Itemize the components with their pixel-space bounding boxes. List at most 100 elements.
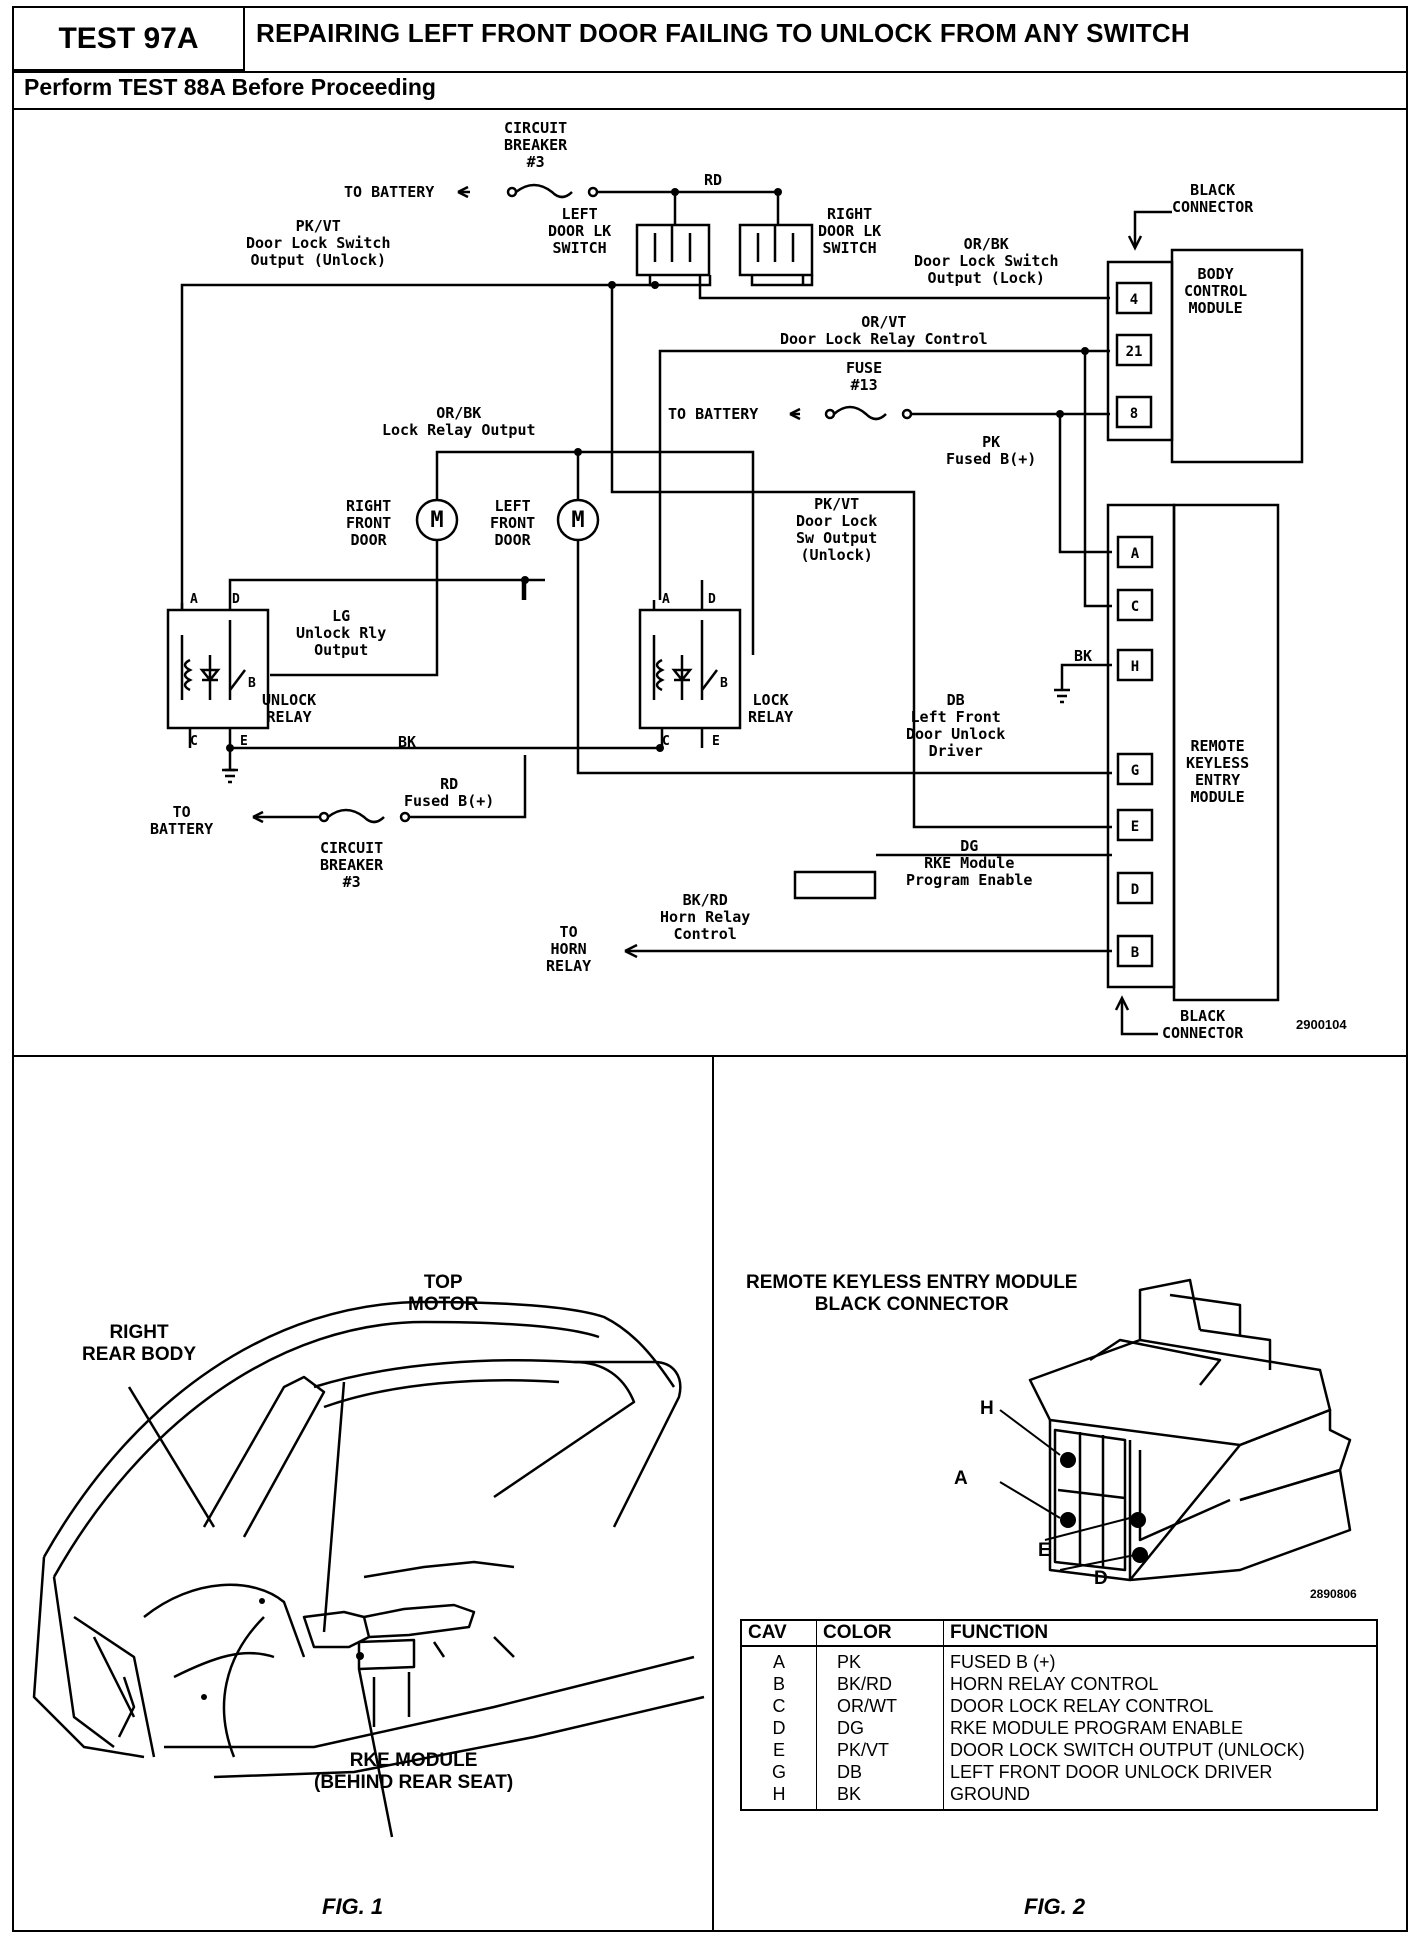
fig1-right-rear-body-label: RIGHT REAR BODY xyxy=(82,1322,196,1366)
color-cell: PK xyxy=(816,1646,944,1673)
fig2-caption: FIG. 2 xyxy=(1024,1894,1086,1919)
table-row: E PK/VT DOOR LOCK SWITCH OUTPUT (UNLOCK) xyxy=(741,1739,1378,1761)
lock-relay-pin-d: D xyxy=(708,592,716,607)
rke-pin-c: C xyxy=(1131,599,1139,615)
fig1-top-motor-label: TOP MOTOR xyxy=(408,1272,478,1316)
function-cell: RKE MODULE PROGRAM ENABLE xyxy=(943,1717,1378,1739)
page-subtitle: Perform TEST 88A Before Proceeding xyxy=(24,74,436,100)
pkvt-unlock-output-label: PK/VT Door Lock Switch Output (Unlock) xyxy=(246,217,391,269)
function-cell: GROUND xyxy=(943,1783,1378,1810)
fig2-title: REMOTE KEYLESS ENTRY MODULE BLACK CONNEC… xyxy=(746,1272,1077,1316)
color-cell: DB xyxy=(816,1761,944,1783)
cav-cell: B xyxy=(741,1673,817,1695)
function-cell: LEFT FRONT DOOR UNLOCK DRIVER xyxy=(943,1761,1378,1783)
unlock-relay-pin-e: E xyxy=(240,734,248,749)
fig1-rke-module-label: RKE MODULE (BEHIND REAR SEAT) xyxy=(314,1750,513,1794)
fig2-connector-drawing xyxy=(999,1278,1352,1582)
unlock-relay-label: UNLOCK RELAY xyxy=(262,691,317,726)
body-control-module-label: BODY CONTROL MODULE xyxy=(1184,265,1248,317)
rke-pin-a: A xyxy=(1131,546,1140,562)
table-row: G DB LEFT FRONT DOOR UNLOCK DRIVER xyxy=(741,1761,1378,1783)
page-frame xyxy=(12,6,1408,1932)
rke-pin-d: D xyxy=(1131,882,1139,898)
color-cell: PK/VT xyxy=(816,1739,944,1761)
cav-cell: A xyxy=(741,1646,817,1673)
lg-unlock-relay-output-label: LG Unlock Rly Output xyxy=(296,607,387,659)
bkrd-horn-relay-control-label: BK/RD Horn Relay Control xyxy=(660,891,751,943)
rd-top-label: RD xyxy=(704,171,723,189)
function-cell: FUSED B (+) xyxy=(943,1646,1378,1673)
cav-cell: G xyxy=(741,1761,817,1783)
pkvt-sw-output-label: PK/VT Door Lock Sw Output (Unlock) xyxy=(796,495,878,564)
right-front-door-label: RIGHT FRONT DOOR xyxy=(346,497,392,549)
black-connector-top-label: BLACK CONNECTOR xyxy=(1172,181,1254,216)
table-row: C OR/WT DOOR LOCK RELAY CONTROL xyxy=(741,1695,1378,1717)
rke-pin-e: E xyxy=(1131,819,1139,835)
unlock-relay-pin-d: D xyxy=(232,592,240,607)
motor-left-label: M xyxy=(571,508,584,533)
orbk-lock-relay-output-label: OR/BK Lock Relay Output xyxy=(382,404,536,439)
unlock-relay-pin-a: A xyxy=(190,592,198,607)
fig2-drawing-number: 2890806 xyxy=(1310,1587,1357,1601)
fig2-title-text: REMOTE KEYLESS ENTRY MODULE BLACK CONNEC… xyxy=(746,1272,1078,1315)
to-battery-top-label: TO BATTERY xyxy=(344,183,435,201)
dg-rke-program-enable-label: DG RKE Module Program Enable xyxy=(906,837,1033,889)
schematic-drawing-number: 2900104 xyxy=(1296,1017,1347,1032)
fig1-rke-module-text: RKE MODULE (BEHIND REAR SEAT) xyxy=(314,1750,514,1793)
lock-relay-pin-e: E xyxy=(712,734,720,749)
rd-fused-bottom-label: RD Fused B(+) xyxy=(404,775,495,810)
page-title: REPAIRING LEFT FRONT DOOR FAILING TO UNL… xyxy=(256,18,1190,48)
fig1-right-rear-body-text: RIGHT REAR BODY xyxy=(82,1322,197,1365)
bk-ground-wire-label: BK xyxy=(398,733,417,751)
cav-cell: C xyxy=(741,1695,817,1717)
orvt-relay-control-label: OR/VT Door Lock Relay Control xyxy=(780,313,988,348)
fig1-vehicle-illustration xyxy=(32,1300,705,1838)
header-color: COLOR xyxy=(816,1620,944,1647)
fig1-caption: FIG. 1 xyxy=(322,1894,384,1919)
test-id: TEST 97A xyxy=(14,8,245,71)
fig2-pin-a-label: A xyxy=(954,1468,968,1489)
cav-cell: D xyxy=(741,1717,817,1739)
motor-right-label: M xyxy=(430,508,443,533)
fig2-pin-d-label: D xyxy=(1094,1568,1108,1589)
bcm-pin-21: 21 xyxy=(1126,344,1143,360)
orbk-lock-output-label: OR/BK Door Lock Switch Output (Lock) xyxy=(914,235,1059,287)
fig2-pin-e-label: E xyxy=(1038,1540,1051,1561)
schematic-bottom-divider xyxy=(14,1055,1408,1057)
header-divider xyxy=(14,71,1408,73)
circuit-breaker-top-label: CIRCUIT BREAKER #3 xyxy=(504,119,568,171)
to-horn-relay-label: TO HORN RELAY xyxy=(546,923,592,975)
to-battery-bottom-label: TO BATTERY xyxy=(150,803,214,838)
schematic-top-divider xyxy=(14,108,1408,110)
wiring-schematic: M M 4 21 8 A C H G E D B A D B C E A D B… xyxy=(166,183,1304,1036)
color-cell: BK xyxy=(816,1783,944,1810)
table-row: B BK/RD HORN RELAY CONTROL xyxy=(741,1673,1378,1695)
bcm-pin-8: 8 xyxy=(1130,406,1138,422)
table-row: A PK FUSED B (+) xyxy=(741,1646,1378,1673)
fig1-top-motor-text: TOP MOTOR xyxy=(408,1272,479,1315)
to-battery-mid-label: TO BATTERY xyxy=(668,405,759,423)
function-cell: HORN RELAY CONTROL xyxy=(943,1673,1378,1695)
cav-cell: H xyxy=(741,1783,817,1810)
rke-pin-h: H xyxy=(1131,659,1139,675)
color-cell: DG xyxy=(816,1717,944,1739)
function-cell: DOOR LOCK RELAY CONTROL xyxy=(943,1695,1378,1717)
circuit-breaker-bottom-label: CIRCUIT BREAKER #3 xyxy=(320,839,384,891)
table-row: H BK GROUND xyxy=(741,1783,1378,1810)
cavity-table: CAV COLOR FUNCTION A PK FUSED B (+) B BK… xyxy=(740,1619,1378,1811)
figure-divider xyxy=(712,1057,714,1932)
db-left-front-unlock-driver-label: DB Left Front Door Unlock Driver xyxy=(906,691,1006,760)
bcm-pin-4: 4 xyxy=(1130,292,1138,308)
unlock-relay-pin-b: B xyxy=(248,676,256,691)
color-cell: OR/WT xyxy=(816,1695,944,1717)
cavity-table-header: CAV COLOR FUNCTION xyxy=(741,1620,1378,1647)
unlock-relay-pin-c: C xyxy=(190,734,198,749)
table-row: D DG RKE MODULE PROGRAM ENABLE xyxy=(741,1717,1378,1739)
pk-fused-label: PK Fused B(+) xyxy=(946,433,1037,468)
black-connector-bottom-label: BLACK CONNECTOR xyxy=(1162,1007,1244,1042)
rke-pin-b: B xyxy=(1131,945,1139,961)
left-front-door-label: LEFT FRONT DOOR xyxy=(490,497,536,549)
cav-cell: E xyxy=(741,1739,817,1761)
lock-relay-pin-a: A xyxy=(662,592,670,607)
